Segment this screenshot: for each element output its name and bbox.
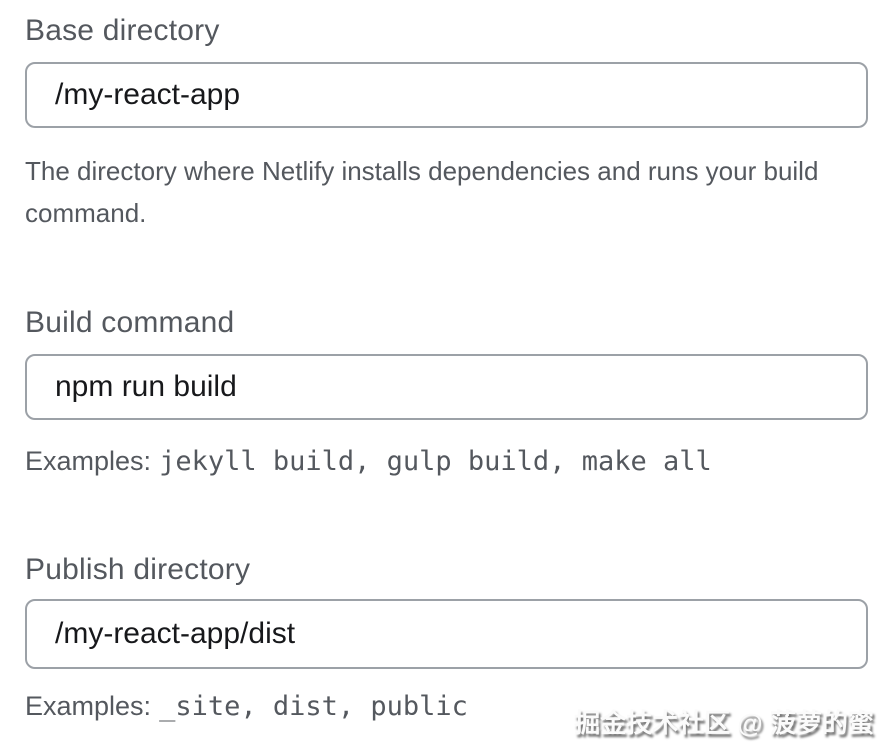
examples-prefix-label: Examples: bbox=[25, 691, 152, 721]
build-command-examples-code: jekyll build, gulp build, make all bbox=[159, 446, 712, 477]
build-command-field: Build command Examples:jekyll build, gul… bbox=[25, 306, 868, 477]
build-command-input[interactable] bbox=[25, 354, 868, 420]
publish-directory-label: Publish directory bbox=[25, 553, 251, 586]
publish-directory-input[interactable] bbox=[25, 599, 868, 669]
base-directory-input[interactable] bbox=[25, 62, 868, 128]
examples-prefix-label: Examples: bbox=[25, 446, 152, 476]
build-command-examples: Examples:jekyll build, gulp build, make … bbox=[25, 446, 868, 477]
publish-directory-examples: Examples:_site, dist, public bbox=[25, 691, 868, 722]
build-command-label: Build command bbox=[25, 306, 235, 339]
publish-directory-field: Publish directory Examples:_site, dist, … bbox=[25, 553, 868, 722]
base-directory-field: Base directory The directory where Netli… bbox=[25, 14, 868, 234]
publish-directory-examples-code: _site, dist, public bbox=[159, 691, 468, 722]
base-directory-label: Base directory bbox=[25, 14, 220, 47]
base-directory-help-text: The directory where Netlify installs dep… bbox=[25, 156, 819, 228]
